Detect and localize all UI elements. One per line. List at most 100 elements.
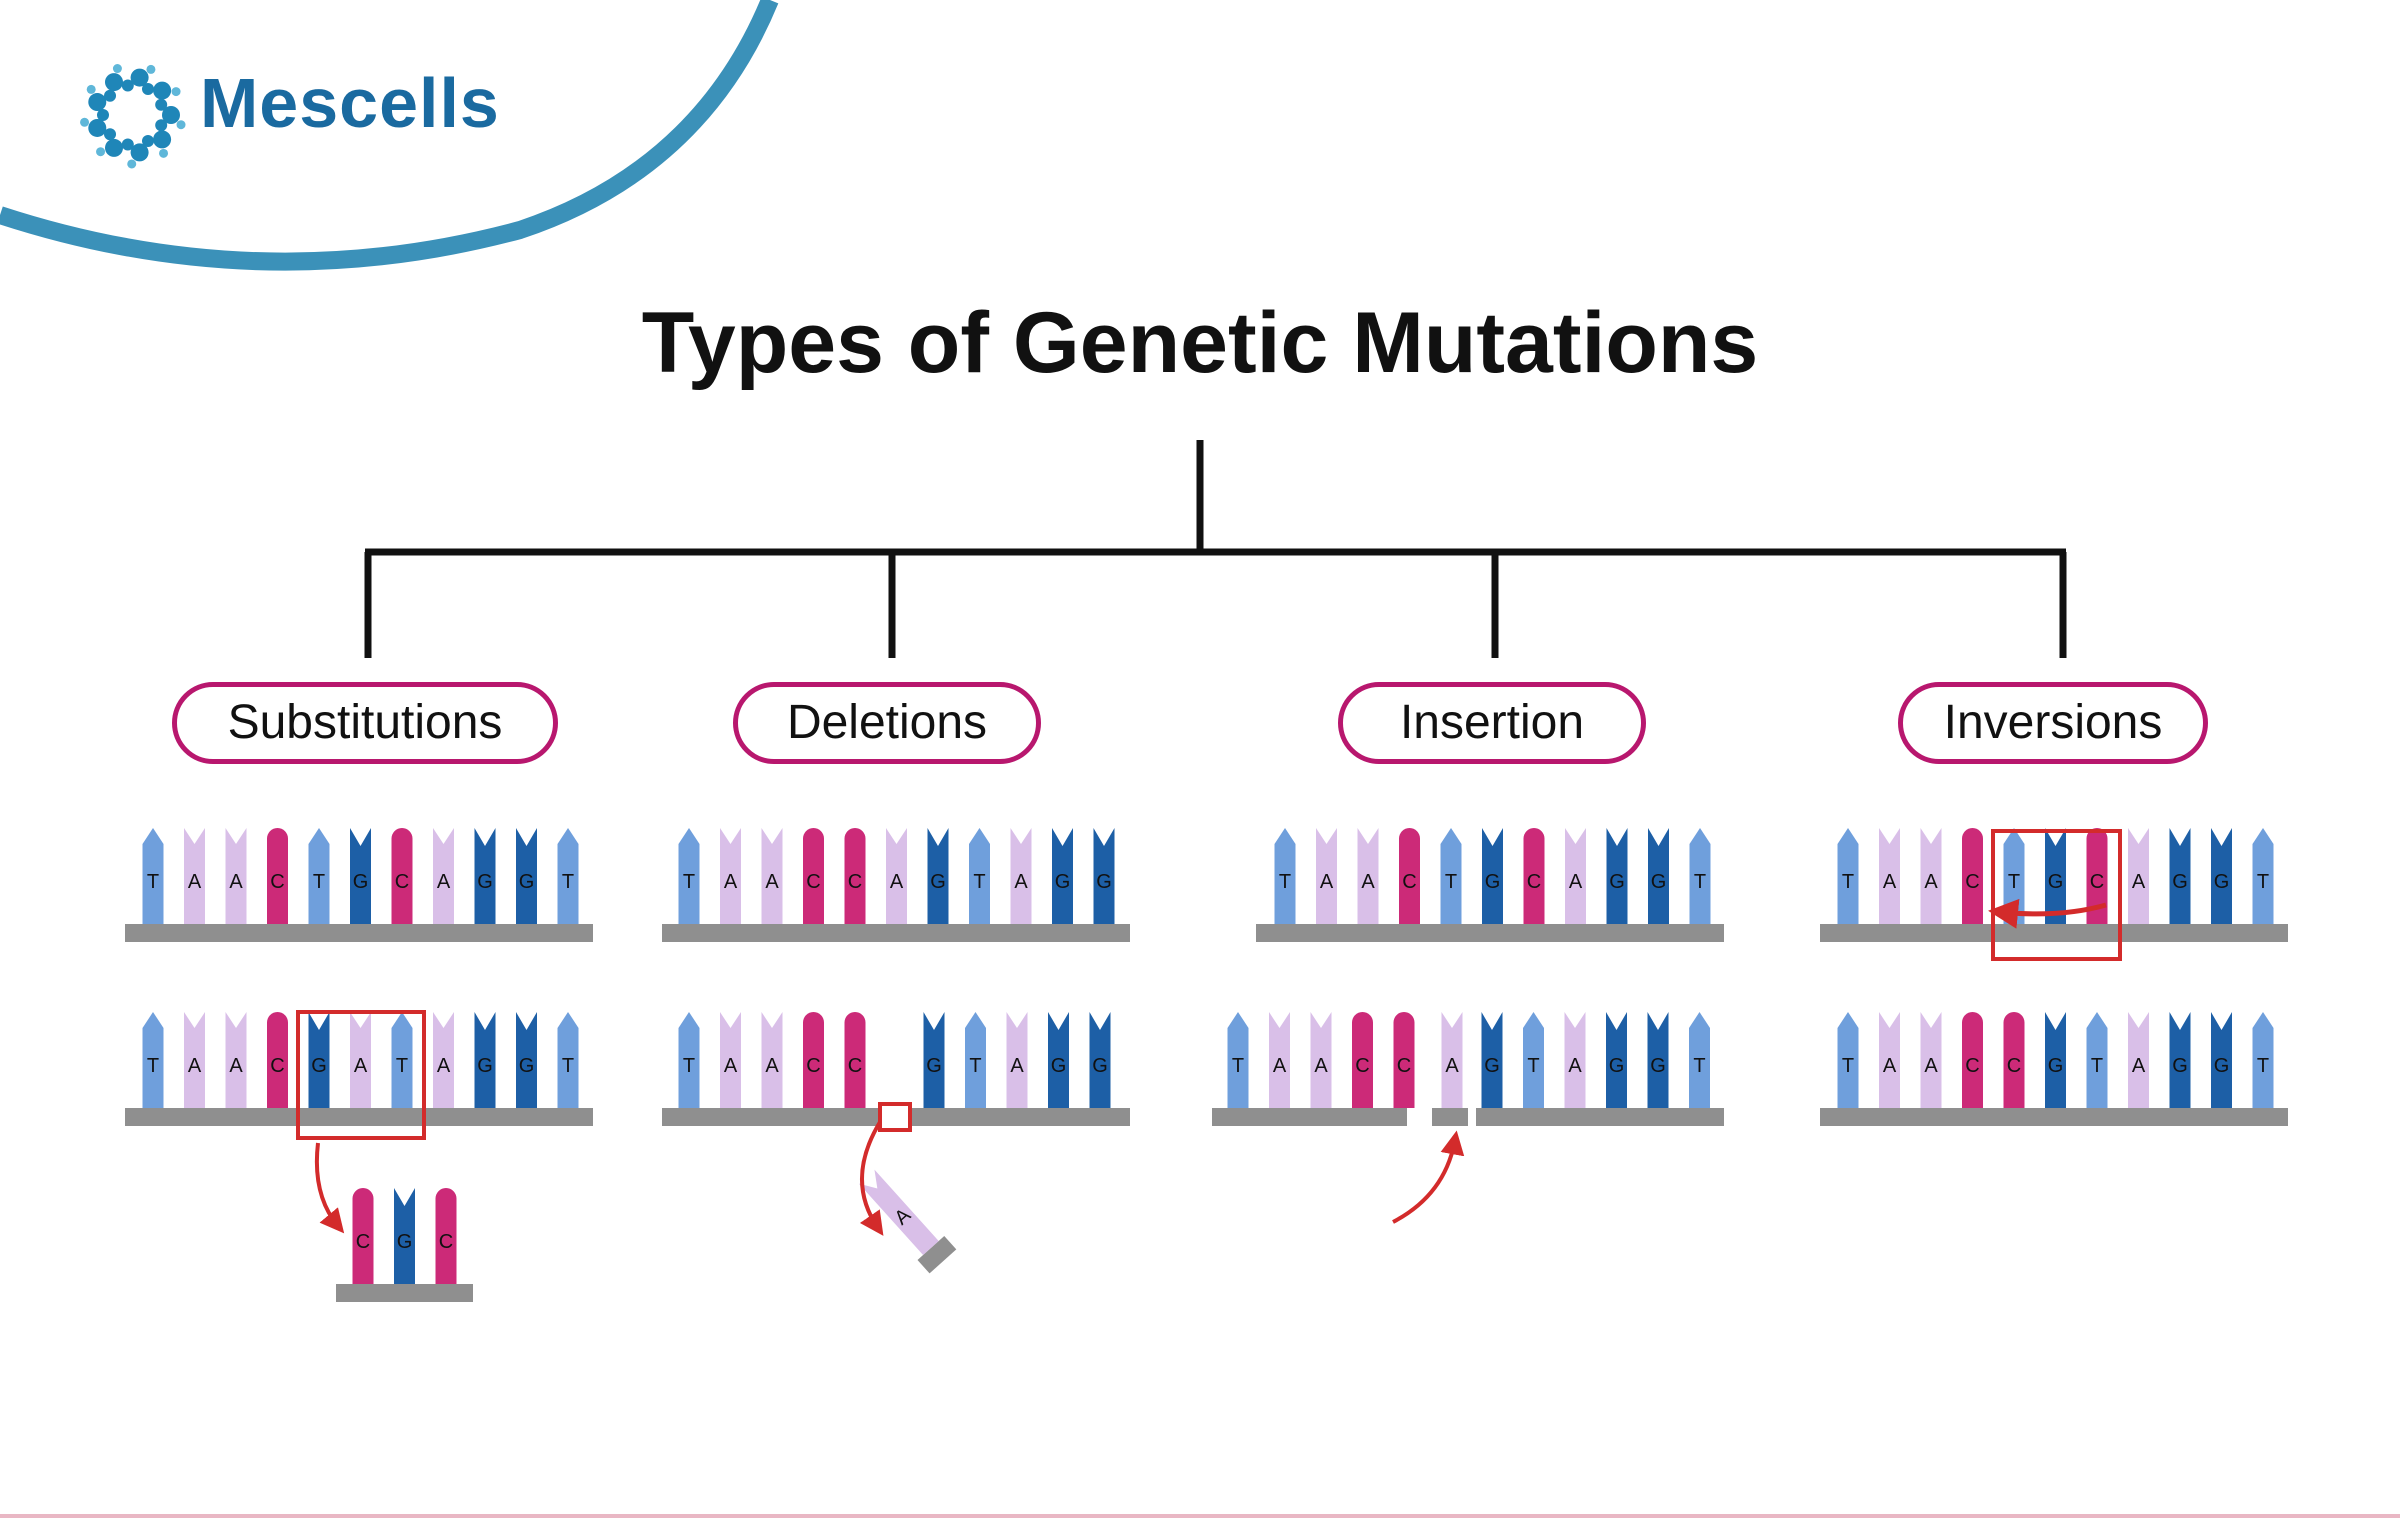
nucleotide bbox=[1441, 1012, 1463, 1108]
nucleotide bbox=[1837, 828, 1859, 924]
nucleotide bbox=[1606, 828, 1628, 924]
nucleotide-label: C bbox=[806, 1055, 820, 1077]
nucleotide bbox=[1393, 1012, 1415, 1108]
strand-backbone bbox=[125, 1108, 593, 1126]
brand-name: Mescells bbox=[200, 64, 500, 142]
nucleotide-label: C bbox=[270, 1055, 284, 1077]
strand-backbone bbox=[1432, 1108, 1468, 1126]
nucleotide bbox=[184, 828, 205, 924]
nucleotide bbox=[678, 828, 700, 924]
nucleotide-label: A bbox=[890, 871, 904, 893]
deletion-arrow bbox=[859, 1120, 884, 1236]
insertion-arrow bbox=[1392, 1130, 1465, 1224]
logo-dot bbox=[96, 147, 106, 157]
header-arc bbox=[0, 0, 779, 271]
nucleotide bbox=[923, 1012, 945, 1108]
nucleotide bbox=[1482, 828, 1503, 924]
nucleotide bbox=[1523, 1012, 1544, 1108]
nucleotide-label: G bbox=[2172, 1055, 2188, 1077]
page-title: Types of Genetic Mutations bbox=[641, 295, 1759, 391]
nucleotide bbox=[803, 1012, 824, 1108]
deletion-gap-marker bbox=[878, 1102, 912, 1132]
nucleotide bbox=[1052, 828, 1073, 924]
nucleotide bbox=[516, 828, 537, 924]
logo-dot bbox=[142, 134, 154, 147]
nucleotide bbox=[2211, 828, 2232, 924]
nucleotide-label: T bbox=[683, 871, 695, 893]
nucleotide-label: G bbox=[1609, 1055, 1625, 1077]
nucleotide bbox=[394, 1188, 415, 1284]
nucleotide bbox=[2169, 828, 2191, 924]
nucleotide-label: T bbox=[683, 1055, 695, 1077]
tree-connector bbox=[364, 440, 2067, 658]
nucleotide-label: T bbox=[973, 871, 985, 893]
nucleotide bbox=[474, 1012, 496, 1108]
nucleotide bbox=[844, 1012, 866, 1108]
nucleotide-label: C bbox=[848, 871, 862, 893]
nucleotide bbox=[720, 828, 741, 924]
nucleotide bbox=[516, 1012, 537, 1108]
logo-dot bbox=[104, 128, 117, 141]
nucleotide bbox=[1565, 828, 1586, 924]
nucleotide bbox=[474, 828, 496, 924]
logo-dot bbox=[146, 64, 156, 74]
nucleotide bbox=[352, 1188, 374, 1284]
nucleotide bbox=[2086, 1012, 2108, 1108]
substitution-arrow bbox=[314, 1142, 345, 1234]
nucleotide-label: C bbox=[1397, 1055, 1411, 1077]
nucleotide bbox=[1010, 828, 1032, 924]
nucleotide-label: T bbox=[1693, 1055, 1705, 1077]
nucleotide-label: T bbox=[1527, 1055, 1539, 1077]
nucleotide-label: A bbox=[1314, 1055, 1328, 1077]
nucleotide bbox=[225, 828, 247, 924]
nucleotide bbox=[2045, 1012, 2066, 1108]
nucleotide-label: G bbox=[477, 871, 493, 893]
category-label: Deletions bbox=[786, 696, 988, 749]
nucleotide-label: G bbox=[397, 1231, 413, 1253]
nucleotide bbox=[184, 1012, 205, 1108]
nucleotide bbox=[391, 828, 413, 924]
logo-icon bbox=[80, 64, 186, 169]
nucleotide bbox=[1089, 1012, 1111, 1108]
nucleotide bbox=[1879, 828, 1900, 924]
nucleotide-label: T bbox=[2257, 1055, 2269, 1077]
nucleotide-label: T bbox=[147, 1055, 159, 1077]
nucleotide bbox=[433, 828, 454, 924]
nucleotide bbox=[308, 828, 330, 924]
nucleotide-label: A bbox=[437, 1055, 451, 1077]
logo-dot bbox=[121, 79, 134, 92]
strand-backbone bbox=[662, 924, 1130, 942]
nucleotide-label: C bbox=[439, 1231, 453, 1253]
category-label: Insertion bbox=[1399, 696, 1585, 749]
nucleotide bbox=[1316, 828, 1337, 924]
nucleotide bbox=[433, 1012, 454, 1108]
nucleotide bbox=[761, 828, 783, 924]
nucleotide bbox=[225, 1012, 247, 1108]
logo-dot bbox=[104, 89, 117, 102]
logo-dot bbox=[105, 138, 123, 157]
nucleotide-label: G bbox=[930, 871, 946, 893]
nucleotide bbox=[2086, 828, 2108, 924]
nucleotide-label: A bbox=[1320, 871, 1334, 893]
nucleotide-label: C bbox=[1355, 1055, 1369, 1077]
nucleotide bbox=[2211, 1012, 2232, 1108]
nucleotide-label: A bbox=[188, 1055, 202, 1077]
nucleotide bbox=[2128, 828, 2149, 924]
nucleotide-label: G bbox=[1051, 1055, 1067, 1077]
nucleotide-label: G bbox=[2172, 871, 2188, 893]
logo-dot bbox=[121, 138, 134, 151]
logo-dot bbox=[88, 93, 107, 112]
nucleotide bbox=[678, 1012, 700, 1108]
nucleotide bbox=[557, 828, 579, 924]
logo-dot bbox=[142, 83, 154, 96]
nucleotide-label: G bbox=[2048, 1055, 2064, 1077]
inversion-highlight-box bbox=[1991, 829, 2122, 961]
logo-dot bbox=[153, 130, 172, 149]
nucleotide-label: G bbox=[1096, 871, 1112, 893]
category-deletions: Deletions bbox=[733, 682, 1041, 764]
nucleotide-label: A bbox=[229, 871, 243, 893]
nucleotide bbox=[927, 828, 949, 924]
deletions-removed-nucleotide: A bbox=[858, 1169, 957, 1274]
